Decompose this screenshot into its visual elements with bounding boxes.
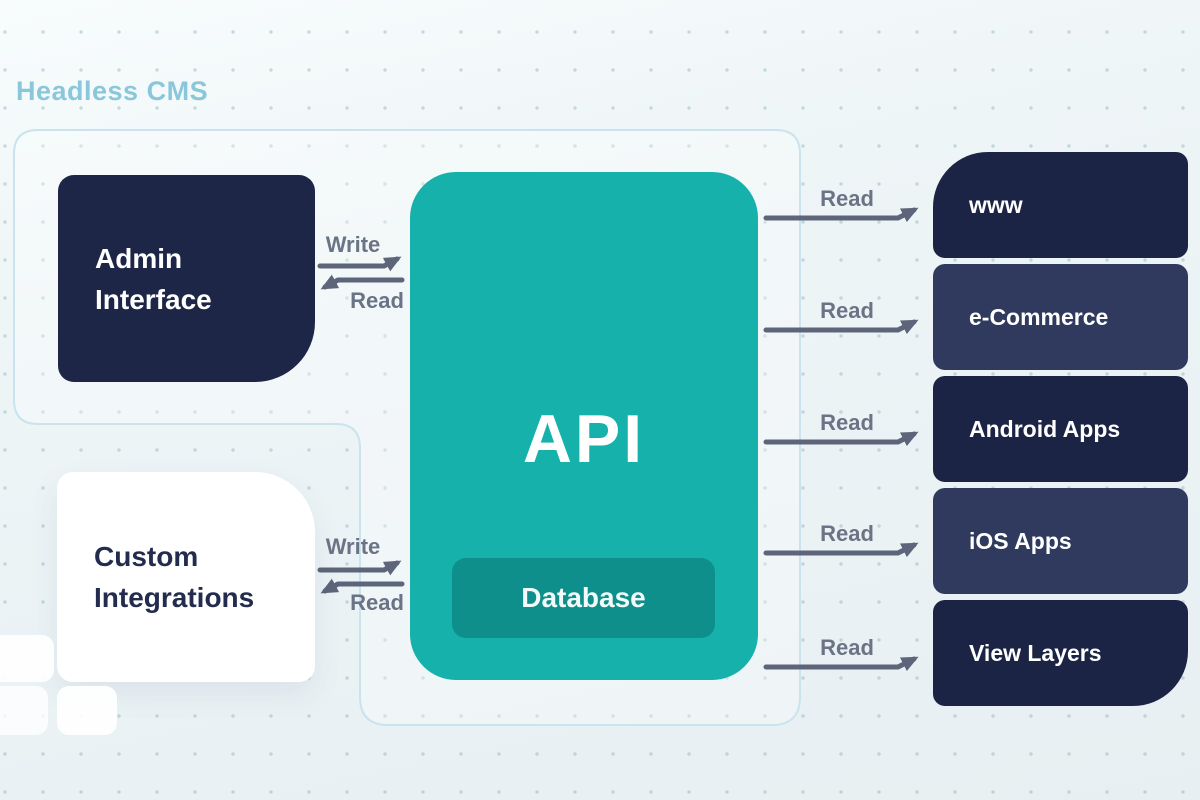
client-box-ecommerce: e-Commerce: [933, 264, 1188, 370]
read-arrow-api-to-ecommerce: [763, 319, 919, 335]
read-label: Read: [350, 590, 404, 615]
read-arrow-api-to-admin: [320, 274, 405, 290]
custom-integrations-line1: Custom: [94, 541, 199, 572]
decor-square: [57, 686, 117, 735]
decor-square: [0, 635, 54, 682]
read-arrow-api-to-viewlayers: [763, 656, 919, 672]
diagram-title: Headless CMS: [16, 76, 209, 106]
client-label: www: [969, 191, 1023, 218]
read-label: Read: [350, 288, 404, 313]
client-box-ios-apps: iOS Apps: [933, 488, 1188, 594]
client-label: Android Apps: [969, 415, 1121, 442]
client-box-view-layers: View Layers: [933, 600, 1188, 706]
api-label: API: [522, 401, 646, 477]
custom-integrations-line2: Integrations: [94, 582, 255, 613]
admin-interface-line1: Admin: [95, 242, 183, 274]
client-box-android-apps: Android Apps: [933, 376, 1188, 482]
read-arrow-api-to-custom: [320, 578, 405, 594]
client-label: View Layers: [969, 639, 1102, 666]
node-admin-interface: Admin Interface: [58, 175, 315, 382]
admin-interface-line2: Interface: [95, 283, 212, 315]
read-arrow-api-to-ios: [763, 542, 919, 558]
node-custom-integrations: Custom Integrations: [57, 472, 315, 682]
node-database: Database: [452, 558, 715, 638]
decor-square: [0, 686, 48, 735]
write-arrow-admin-to-api: [317, 256, 402, 272]
client-label: e-Commerce: [969, 303, 1109, 330]
write-label: Write: [325, 232, 381, 257]
database-label: Database: [521, 582, 646, 613]
read-label: Read: [820, 186, 874, 211]
write-label: Write: [325, 534, 381, 559]
read-arrow-api-to-android: [763, 431, 919, 447]
read-arrow-api-to-www: [763, 207, 919, 223]
read-label: Read: [820, 410, 874, 435]
read-label: Read: [820, 635, 874, 660]
read-label: Read: [820, 521, 874, 546]
client-label: iOS Apps: [969, 527, 1072, 554]
write-arrow-custom-to-api: [317, 560, 402, 576]
read-label: Read: [820, 298, 874, 323]
client-box-www: www: [933, 152, 1188, 258]
